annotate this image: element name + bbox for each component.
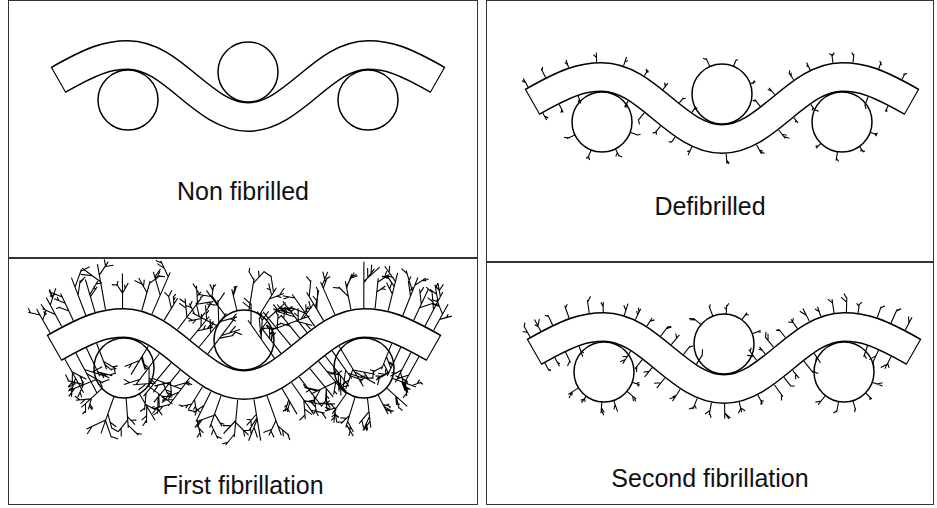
panel-label: Non fibrilled: [9, 177, 477, 206]
panel-box: Non fibrilled: [8, 0, 478, 258]
fibril-strokes: [522, 53, 907, 164]
weave-drawing: [28, 259, 452, 445]
panel-label: First fibrillation: [9, 471, 477, 500]
panel-box: Defibrilled: [486, 0, 934, 262]
weave-drawing: [58, 42, 438, 130]
weave-drawing: [522, 53, 912, 164]
fibril-strokes: [28, 259, 452, 445]
fibril-strokes: [523, 294, 912, 419]
weave-drawing: [523, 294, 914, 419]
panel-box: Second fibrillation: [486, 262, 934, 505]
panel-label: Defibrilled: [487, 192, 933, 221]
panel-label: Second fibrillation: [487, 464, 933, 493]
panel-box: First fibrillation: [8, 258, 478, 505]
